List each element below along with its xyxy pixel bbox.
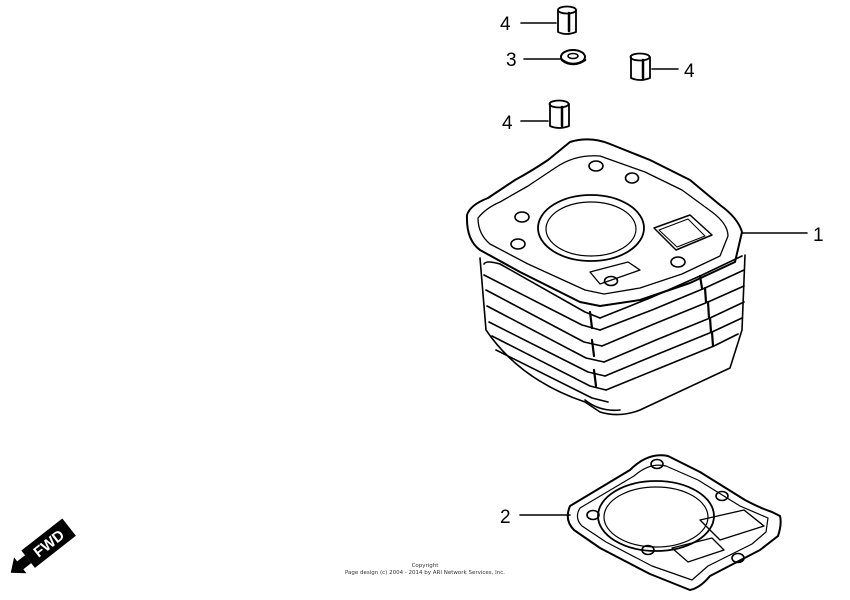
o-ring[interactable] [560, 49, 587, 66]
callout-number-dowel-right[interactable]: 4 [684, 61, 695, 82]
callout-number-cylinder[interactable]: 1 [813, 225, 824, 246]
cylinder-block[interactable] [465, 138, 746, 416]
dowel-pin-top[interactable] [557, 5, 577, 35]
copyright-notice: Page design (c) 2004 - 2014 by ARI Netwo… [344, 570, 506, 576]
copyright-footer: Copyright Page design (c) 2004 - 2014 by… [300, 563, 550, 577]
dowel-pin-right[interactable] [629, 52, 651, 81]
copyright-label: Copyright [411, 563, 439, 569]
cylinder-base-gasket[interactable] [566, 454, 782, 591]
callout-number-o-ring[interactable]: 3 [506, 50, 517, 71]
dowel-pin-left[interactable] [548, 99, 570, 129]
callout-number-dowel-top[interactable]: 4 [500, 14, 511, 35]
fwd-direction-indicator: FWD [10, 518, 76, 574]
callout-number-dowel-left[interactable]: 4 [502, 113, 513, 134]
callout-number-gasket[interactable]: 2 [500, 507, 511, 528]
fwd-arrow-icon [10, 555, 32, 574]
